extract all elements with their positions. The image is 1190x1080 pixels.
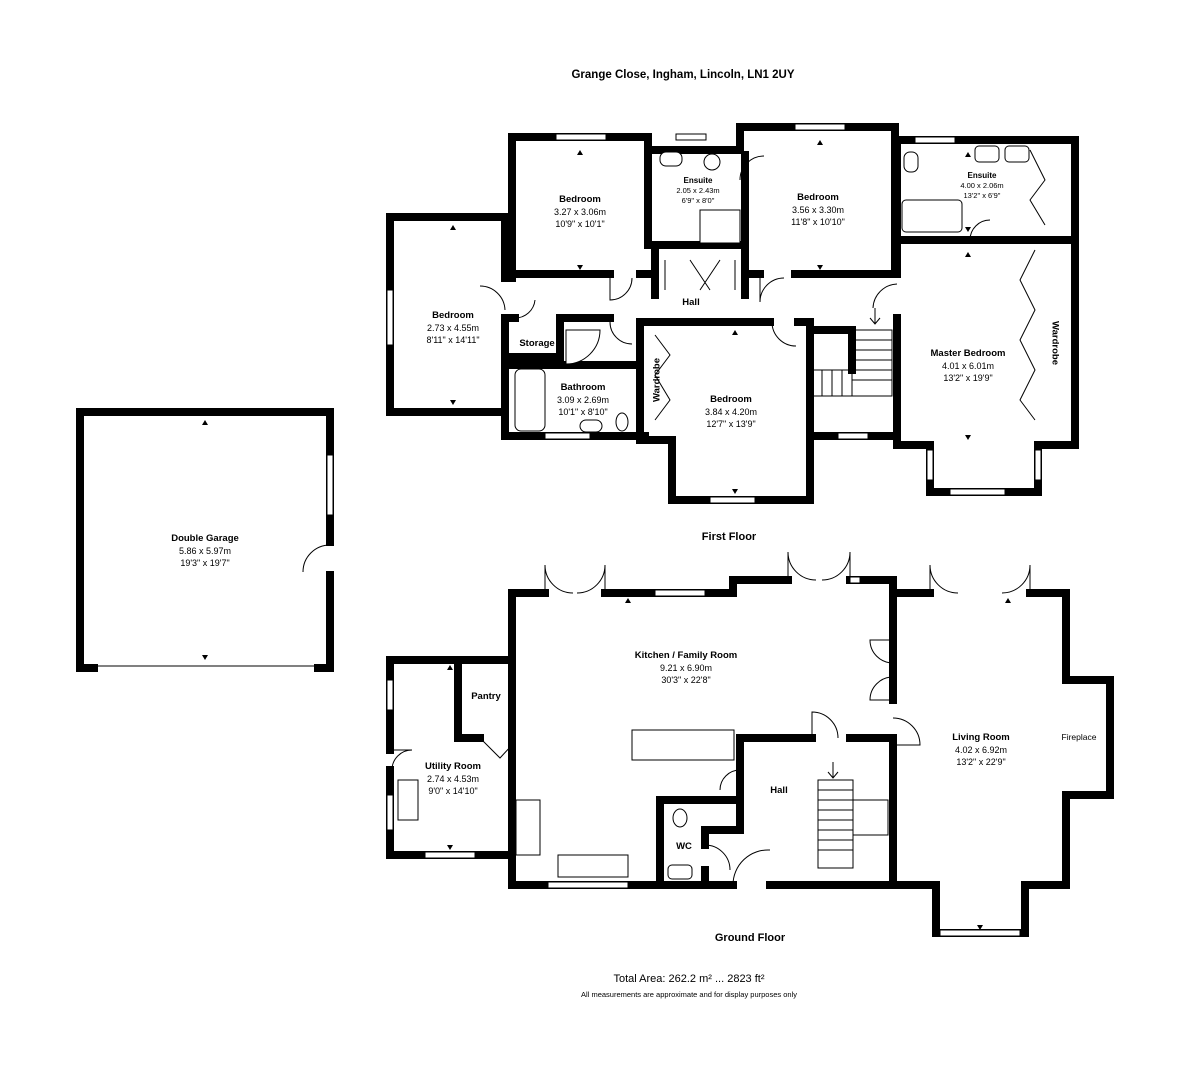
- room-imperial: 12'7" x 13'9": [706, 419, 756, 429]
- room-name: Hall: [770, 785, 788, 796]
- room-metric: 4.01 x 6.01m: [941, 361, 995, 371]
- room-imperial: 13'2" x 22'9": [956, 757, 1006, 767]
- room-imperial: 8'11" x 14'11": [426, 335, 480, 345]
- room-name: Living Room: [952, 732, 1010, 743]
- room-label-storage: Storage: [519, 338, 554, 350]
- room-metric: 2.73 x 4.55m: [426, 323, 480, 333]
- room-imperial: 30'3" x 22'8": [661, 675, 711, 685]
- room-label-pantry: Pantry: [471, 691, 501, 703]
- room-label-bedroom-left: Bedroom 2.73 x 4.55m 8'11" x 14'11": [426, 310, 479, 346]
- garage-walls: [76, 408, 334, 672]
- room-name: Hall: [682, 297, 700, 308]
- room-name: Ensuite: [683, 176, 713, 185]
- room-label-ensuite-small: Ensuite 2.05 x 2.43m 6'9" x 8'0": [676, 176, 719, 206]
- room-imperial: 13'2" x 19'9": [943, 373, 993, 383]
- room-metric: 2.74 x 4.53m: [426, 774, 480, 784]
- room-label-bedroom-top: Bedroom 3.27 x 3.06m 10'9" x 10'1": [554, 194, 606, 230]
- first-floor-fixtures: [514, 145, 1030, 433]
- room-label-master-bedroom: Master Bedroom 4.01 x 6.01m 13'2" x 19'9…: [931, 348, 1006, 384]
- room-name: Storage: [519, 338, 555, 349]
- first-floor-doors: [479, 149, 1046, 421]
- room-label-bedroom-mid: Bedroom 3.56 x 3.30m 11'8" x 10'10": [791, 192, 845, 228]
- room-metric: 3.56 x 3.30m: [791, 205, 845, 215]
- room-label-wc: WC: [676, 841, 692, 853]
- room-label-ensuite-master: Ensuite 4.00 x 2.06m 13'2" x 6'9": [960, 171, 1003, 201]
- first-floor-windows: [386, 123, 1042, 504]
- room-metric: 9.21 x 6.90m: [659, 663, 713, 673]
- room-name: Bedroom: [559, 194, 601, 205]
- room-metric: 3.09 x 2.69m: [556, 395, 610, 405]
- property-address: Grange Close, Ingham, Lincoln, LN1 2UY: [571, 69, 795, 81]
- room-name: Double Garage: [171, 533, 239, 544]
- fireplace-label: Fireplace: [1061, 732, 1097, 742]
- room-label-bathroom: Bathroom 3.09 x 2.69m 10'1" x 8'10": [557, 382, 609, 418]
- room-name: Bedroom: [710, 394, 752, 405]
- room-label-utility: Utility Room 2.74 x 4.53m 9'0" x 14'10": [425, 761, 481, 797]
- room-name: Bedroom: [432, 310, 474, 321]
- room-imperial: 9'0" x 14'10": [428, 786, 478, 796]
- total-area: Total Area: 262.2 m² ... 2823 ft²: [613, 973, 765, 985]
- room-label-bedroom-lower: Bedroom 3.84 x 4.20m 12'7" x 13'9": [705, 394, 757, 430]
- room-name: Master Bedroom: [930, 348, 1006, 359]
- room-metric: 4.00 x 2.06m: [960, 181, 1004, 190]
- room-imperial: 6'9" x 8'0": [681, 196, 715, 205]
- room-label-hall-first: Hall: [682, 297, 699, 309]
- ground-floor-fixtures: [397, 729, 889, 880]
- room-name: Bathroom: [560, 382, 606, 393]
- room-label-living: Living Room 4.02 x 6.92m 13'2" x 22'9": [952, 732, 1010, 768]
- room-label-kitchen: Kitchen / Family Room 9.21 x 6.90m 30'3"…: [635, 650, 737, 686]
- room-name: Ensuite: [967, 171, 997, 180]
- room-metric: 4.02 x 6.92m: [954, 745, 1008, 755]
- wardrobe-label-master: Wardrobe: [1049, 321, 1061, 365]
- room-imperial: 13'2" x 6'9": [963, 191, 1001, 200]
- room-metric: 2.05 x 2.43m: [676, 186, 720, 195]
- room-name: Pantry: [471, 691, 501, 702]
- room-imperial: 10'1" x 8'10": [558, 407, 608, 417]
- room-label-garage: Double Garage 5.86 x 5.97m 19'3" x 19'7": [171, 533, 239, 569]
- room-name: Utility Room: [425, 761, 481, 772]
- room-label-hall-ground: Hall: [770, 785, 787, 797]
- first-floor-label: First Floor: [701, 531, 757, 543]
- ground-floor-doors: [390, 551, 1031, 886]
- room-imperial: 10'9" x 10'1": [555, 219, 605, 229]
- room-name: Bedroom: [797, 192, 839, 203]
- room-imperial: 19'3" x 19'7": [180, 558, 230, 568]
- room-imperial: 11'8" x 10'10": [791, 217, 845, 227]
- ground-floor-label: Ground Floor: [714, 932, 786, 944]
- room-name: WC: [676, 841, 692, 852]
- disclaimer: All measurements are approximate and for…: [581, 990, 797, 999]
- room-metric: 3.27 x 3.06m: [553, 207, 607, 217]
- dimension-markers: [202, 140, 1011, 930]
- wardrobe-label-bedroom: Wardrobe: [651, 358, 663, 402]
- room-metric: 5.86 x 5.97m: [178, 546, 232, 556]
- room-name: Kitchen / Family Room: [634, 650, 738, 661]
- room-metric: 3.84 x 4.20m: [704, 407, 758, 417]
